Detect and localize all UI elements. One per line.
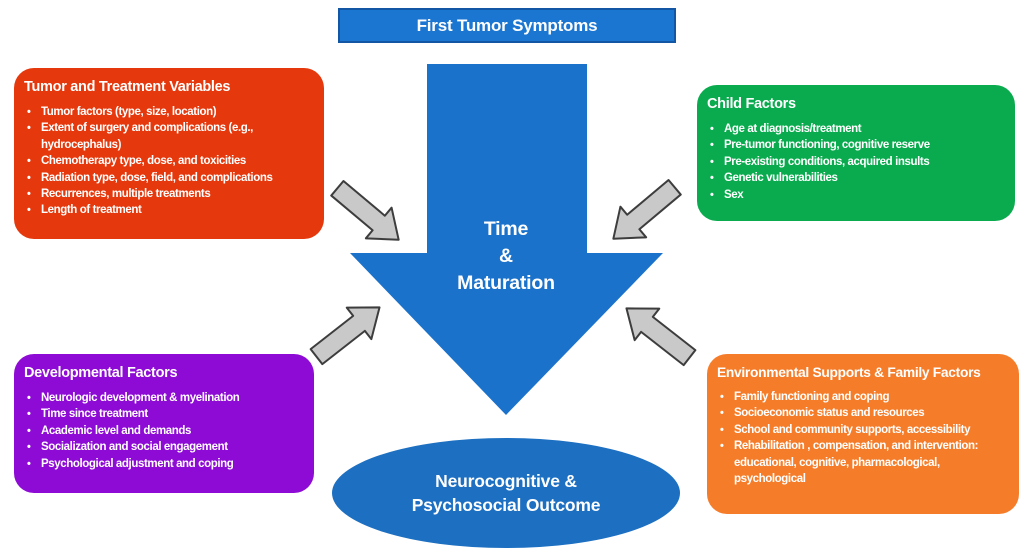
outcome-ellipse: Neurocognitive & Psychosocial Outcome <box>332 438 680 548</box>
center-line-3: Maturation <box>457 272 555 294</box>
list-item: Genetic vulnerabilities <box>707 170 1007 187</box>
list-item: Psychological adjustment and coping <box>24 456 306 473</box>
list-item: Recurrences, multiple treatments <box>24 186 316 203</box>
list-item: Tumor factors (type, size, location) <box>24 104 316 121</box>
box-developmental-factors: Developmental Factors Neurologic develop… <box>14 354 314 493</box>
banner-first-tumor-symptoms: First Tumor Symptoms <box>338 8 676 43</box>
box-child-factors: Child Factors Age at diagnosis/treatment… <box>697 85 1015 221</box>
center-line-1: Time <box>483 218 529 240</box>
box-title: Environmental Supports & Family Factors <box>717 365 981 380</box>
list-item: Time since treatment <box>24 406 306 423</box>
outcome-line-2: Psychosocial Outcome <box>411 495 601 515</box>
list-item: Socioeconomic status and resources <box>717 405 1011 422</box>
bullet-list: Tumor factors (type, size, location) Ext… <box>14 104 324 219</box>
list-item: Neurologic development & myelination <box>24 390 306 407</box>
connector-arrow-bottom-right-icon <box>625 307 697 367</box>
box-title: Child Factors <box>707 96 796 112</box>
list-item: Extent of surgery and complications (e.g… <box>24 120 316 153</box>
list-item: Chemotherapy type, dose, and toxicities <box>24 153 316 170</box>
connector-arrow-top-left-icon <box>330 180 400 241</box>
box-environmental-family-factors: Environmental Supports & Family Factors … <box>707 354 1019 514</box>
bullet-list: Age at diagnosis/treatment Pre-tumor fun… <box>697 121 1015 203</box>
list-item: Socialization and social engagement <box>24 439 306 456</box>
connector-arrow-bottom-left-icon <box>309 306 381 366</box>
list-item: Pre-existing conditions, acquired insult… <box>707 154 1007 171</box>
outcome-line-1: Neurocognitive & <box>435 471 577 491</box>
box-tumor-treatment-variables: Tumor and Treatment Variables Tumor fact… <box>14 68 324 239</box>
list-item: Length of treatment <box>24 202 316 219</box>
list-item: Academic level and demands <box>24 423 306 440</box>
list-item: Sex <box>707 187 1007 204</box>
bullet-list: Family functioning and coping Socioecono… <box>707 389 1019 487</box>
list-item: Pre-tumor functioning, cognitive reserve <box>707 137 1007 154</box>
time-maturation-arrow <box>350 64 663 415</box>
list-item: School and community supports, accessibi… <box>717 422 1011 439</box>
center-line-2: & <box>499 245 513 267</box>
time-maturation-label: Time & Maturation <box>406 216 606 297</box>
list-item: Radiation type, dose, field, and complic… <box>24 170 316 187</box>
list-item: Family functioning and coping <box>717 389 1011 406</box>
box-title: Developmental Factors <box>24 365 178 381</box>
list-item: Rehabilitation , compensation, and inter… <box>717 438 1011 487</box>
box-title: Tumor and Treatment Variables <box>24 79 231 95</box>
connector-arrow-top-right-icon <box>612 179 682 240</box>
bullet-list: Neurologic development & myelination Tim… <box>14 390 314 472</box>
list-item: Age at diagnosis/treatment <box>707 121 1007 138</box>
